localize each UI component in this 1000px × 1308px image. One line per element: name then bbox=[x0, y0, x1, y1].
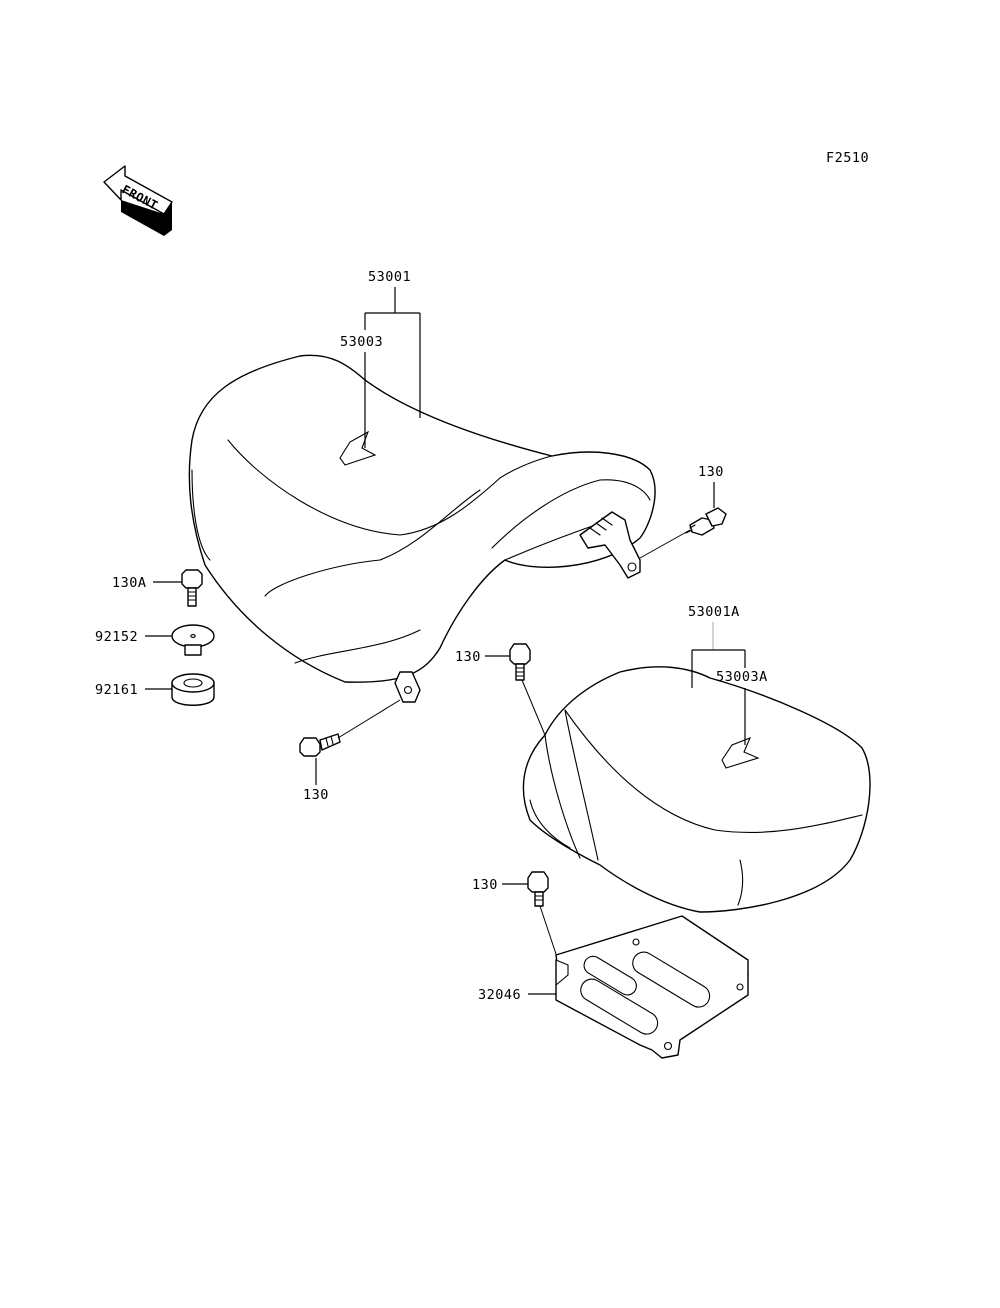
label-collar: 92152 bbox=[95, 629, 138, 645]
label-rear-seat-cover: 53003A bbox=[716, 669, 768, 685]
label-rear-seat-assy: 53001A bbox=[688, 604, 740, 620]
front-arrow-icon: FRONT bbox=[103, 165, 173, 236]
bolt-130a-icon bbox=[181, 569, 203, 607]
plate bbox=[555, 915, 749, 1059]
figure-id: F2510 bbox=[826, 150, 869, 166]
bolt-icon bbox=[685, 507, 727, 536]
label-front-seat-cover: 53003 bbox=[340, 334, 383, 350]
bolt-rear-top-icon bbox=[509, 643, 531, 681]
label-plate: 32046 bbox=[478, 987, 521, 1003]
label-bolt-130-plate: 130 bbox=[472, 877, 498, 893]
bolt-plate-icon bbox=[527, 871, 549, 907]
bolt-bottom-icon bbox=[299, 733, 341, 757]
label-bolt-130-rear-top: 130 bbox=[455, 649, 481, 665]
label-bolt-130-bottom: 130 bbox=[303, 787, 329, 803]
collar-icon bbox=[171, 624, 215, 656]
label-damper: 92161 bbox=[95, 682, 138, 698]
front-seat bbox=[188, 354, 656, 703]
label-bolt-130-right: 130 bbox=[698, 464, 724, 480]
damper-icon bbox=[171, 673, 215, 706]
label-front-seat-assy: 53001 bbox=[368, 269, 411, 285]
label-bolt-130a: 130A bbox=[112, 575, 147, 591]
rear-seat bbox=[522, 666, 871, 913]
